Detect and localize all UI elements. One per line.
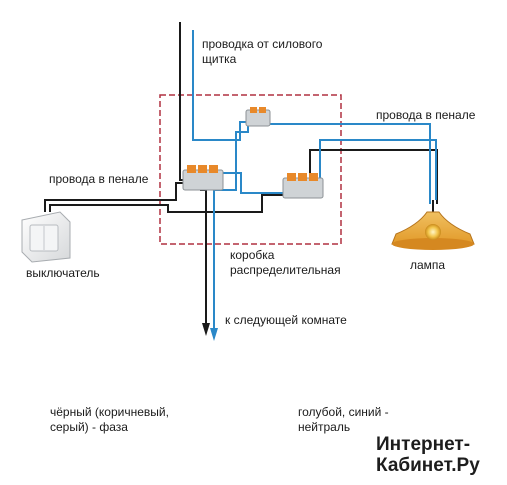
label-next-room: к следующей комнате (225, 313, 347, 327)
label-lamp: лампа (410, 258, 446, 272)
connector-left (182, 165, 224, 191)
label-wires-top-right: провода в пенале (376, 108, 476, 122)
label-switch: выключатель (26, 266, 100, 280)
switch-icon (21, 211, 71, 263)
legend-phase: чёрный (коричневый, серый) - фаза (50, 405, 169, 434)
junction-box-outline (159, 94, 342, 245)
neutral-wires (192, 30, 437, 330)
connector-right (282, 173, 324, 199)
legend-neutral: голубой, синий - нейтраль (298, 405, 389, 434)
lamp-icon (391, 200, 475, 250)
label-junction-box: коробка распределительная (230, 248, 341, 277)
watermark-logo: Интернет- Кабинет.Ру (376, 434, 480, 476)
label-panel-wiring: проводка от силового щитка (202, 37, 323, 66)
connector-top (245, 107, 271, 127)
next-room-arrows (202, 323, 218, 341)
label-wires-left: провода в пенале (49, 172, 149, 186)
